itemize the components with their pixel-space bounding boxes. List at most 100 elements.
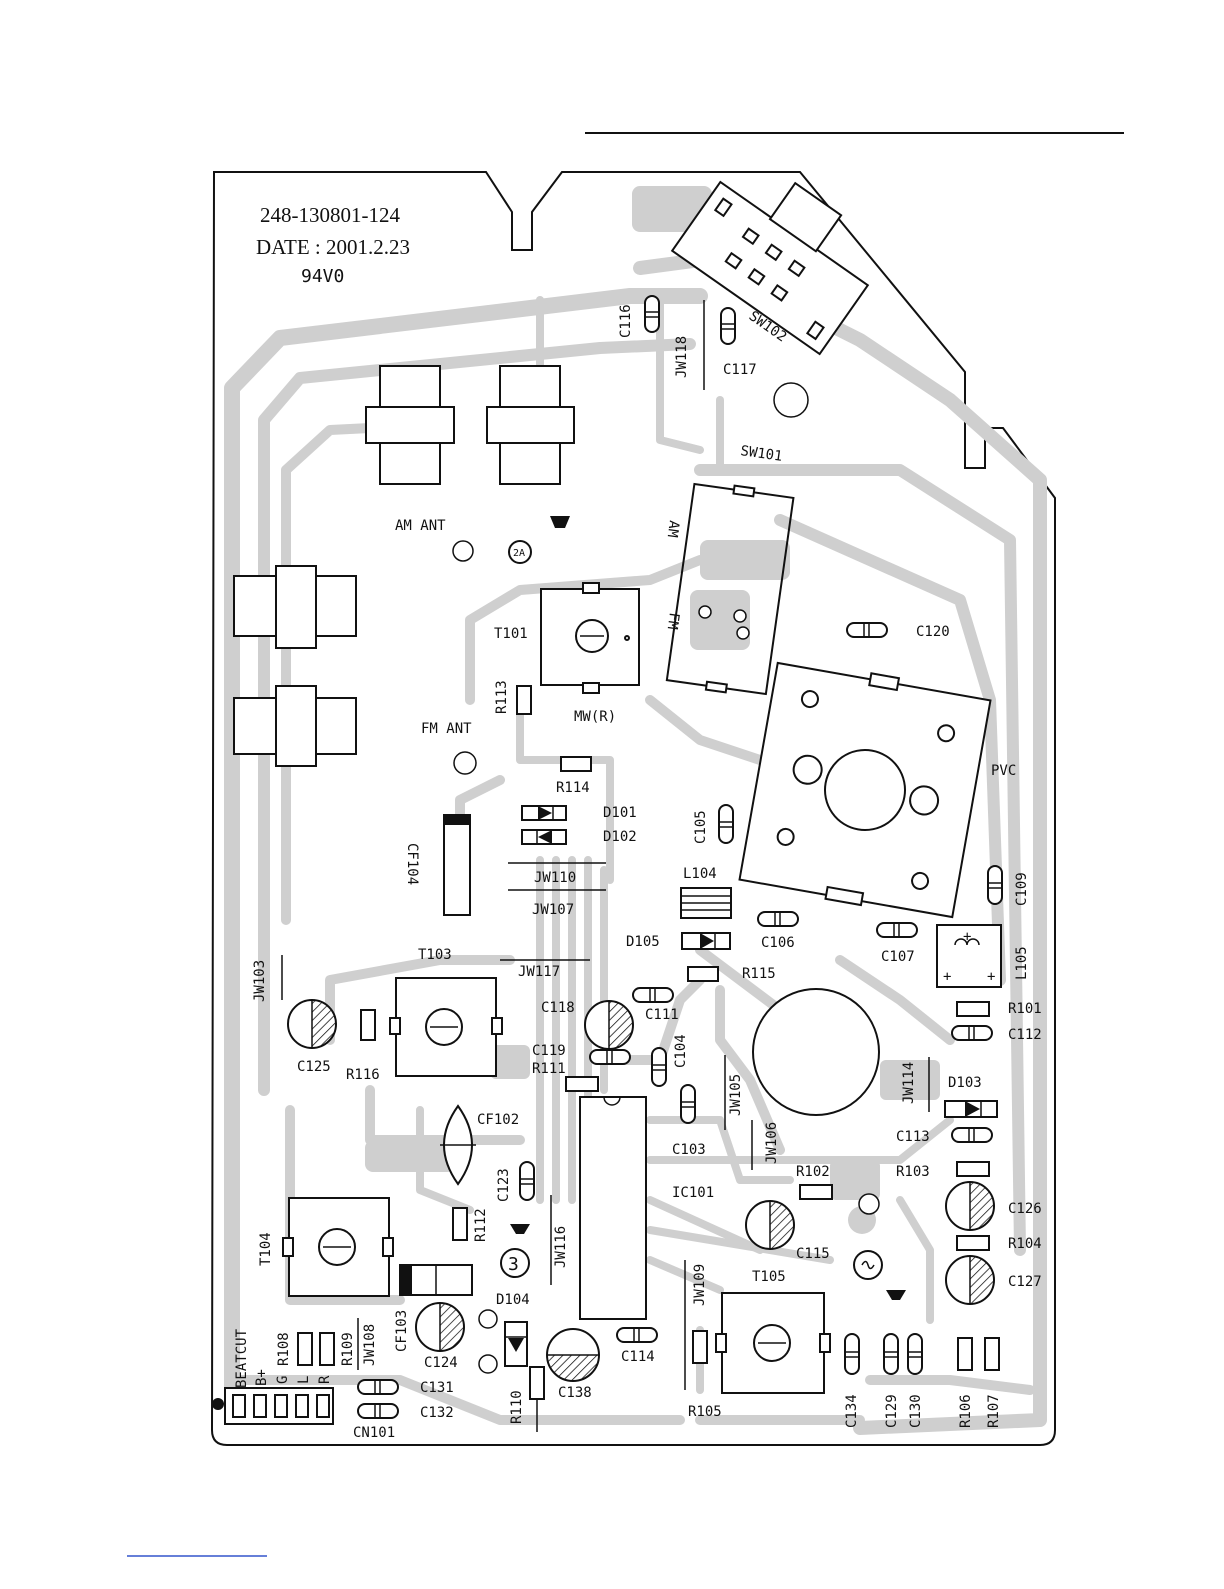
label-c132: C132 (420, 1405, 454, 1421)
label-jw103: JW103 (252, 960, 268, 1002)
label-l: L (296, 1376, 312, 1384)
label-jw105: JW105 (728, 1074, 744, 1116)
jumper-wires (281, 300, 930, 1432)
c138-capacitor (546, 1328, 600, 1382)
board-flammability: 94V0 (301, 266, 344, 287)
label-jw118: JW118 (674, 336, 690, 378)
label-cf102: CF102 (477, 1112, 519, 1128)
label-mw-r: MW(R) (574, 709, 616, 725)
r113-resistor (516, 685, 532, 715)
antenna-coils (233, 365, 575, 767)
ic101-chip (579, 1096, 647, 1320)
screw-icon-2 (510, 1224, 530, 1234)
r103-resistor (956, 1161, 990, 1177)
label-c130: C130 (908, 1394, 924, 1428)
label-jw109: JW109 (692, 1264, 708, 1306)
c123-capacitor (519, 1161, 535, 1201)
label-c106: C106 (761, 935, 795, 951)
label-screw-2a: 2A (513, 548, 525, 559)
c111-capacitor (632, 987, 674, 1003)
board-date: DATE : 2001.2.23 (256, 235, 410, 259)
diodes (504, 805, 998, 1367)
c127-capacitor (945, 1255, 995, 1305)
r104-resistor (956, 1235, 990, 1251)
r106-resistor (957, 1337, 973, 1371)
label-jw107: JW107 (532, 902, 574, 918)
c114-capacitor (616, 1327, 658, 1343)
electrolytic-capacitors (287, 999, 995, 1382)
label-g: G (275, 1376, 291, 1384)
ceramic-capacitors (357, 295, 1003, 1419)
label-c126: C126 (1008, 1201, 1042, 1217)
label-cf104: CF104 (404, 843, 420, 885)
label-r106: R106 (958, 1394, 974, 1428)
pvc-tuning-capacitor (738, 661, 992, 919)
label-jw117: JW117 (518, 964, 560, 980)
d102-diode (521, 829, 567, 845)
label-fm: FM (664, 611, 682, 630)
label-r: R (317, 1375, 333, 1384)
label-r114: R114 (556, 780, 590, 796)
c134-capacitor (844, 1333, 860, 1375)
r109-resistor (319, 1332, 335, 1366)
c116-capacitor (644, 295, 660, 333)
label-c113: C113 (896, 1129, 930, 1145)
label-l105: L105 (1014, 946, 1030, 980)
r110-resistor (529, 1366, 545, 1400)
label-cf103: CF103 (394, 1310, 410, 1352)
d101-diode (521, 805, 567, 821)
c113-capacitor (951, 1127, 993, 1143)
screw-icon (550, 516, 570, 528)
label-screw-3: 3 (508, 1254, 519, 1275)
svg-text:+: + (943, 969, 951, 985)
label-c104: C104 (673, 1034, 689, 1068)
c119-capacitor (589, 1049, 631, 1065)
label-c124: C124 (424, 1355, 458, 1371)
board-part-number: 248-130801-124 (260, 203, 400, 227)
c126-capacitor (945, 1181, 995, 1231)
label-fm-ant: FM ANT (421, 721, 472, 737)
c124-capacitor (415, 1302, 465, 1352)
t101-transformer (540, 582, 640, 694)
label-cn101: CN101 (353, 1425, 395, 1441)
label-l104: L104 (683, 866, 717, 882)
c129-capacitor (883, 1333, 899, 1375)
speaker-mount-hole (752, 988, 880, 1116)
c131-capacitor (357, 1379, 399, 1395)
label-jw110: JW110 (534, 870, 576, 886)
label-t101: T101 (494, 626, 528, 642)
component-labels: C116 SW102 JW118 C117 SW101 AM ANT AM FM… (234, 304, 1042, 1441)
label-r105: R105 (688, 1404, 722, 1420)
label-c120: C120 (916, 624, 950, 640)
label-c127: C127 (1008, 1274, 1042, 1290)
d103-diode (944, 1100, 998, 1118)
label-bplus: B+ (254, 1369, 270, 1386)
r107-resistor (984, 1337, 1000, 1371)
label-r109: R109 (340, 1332, 356, 1366)
label-d104: D104 (496, 1292, 530, 1308)
label-r101: R101 (1008, 1001, 1042, 1017)
t104-transformer (282, 1197, 394, 1297)
label-t104: T104 (258, 1232, 274, 1266)
copper-pads (365, 186, 970, 1234)
svg-text:+: + (987, 969, 995, 985)
label-c129: C129 (884, 1394, 900, 1428)
board-holes (452, 382, 880, 1374)
label-c117: C117 (723, 362, 757, 378)
label-c125: C125 (297, 1059, 331, 1075)
label-beatcut: BEATCUT (234, 1328, 250, 1388)
label-r108: R108 (276, 1332, 292, 1366)
r111-resistor (565, 1076, 599, 1092)
c120-capacitor (846, 622, 888, 638)
c130-capacitor (907, 1333, 923, 1375)
label-r115: R115 (742, 966, 776, 982)
label-ic101: IC101 (672, 1185, 714, 1201)
label-r116: R116 (346, 1067, 380, 1083)
c132-capacitor (357, 1403, 399, 1419)
cf103-filter (399, 1264, 473, 1296)
label-c115: C115 (796, 1246, 830, 1262)
r116-resistor (360, 1009, 376, 1041)
label-sw101: SW101 (739, 443, 783, 465)
